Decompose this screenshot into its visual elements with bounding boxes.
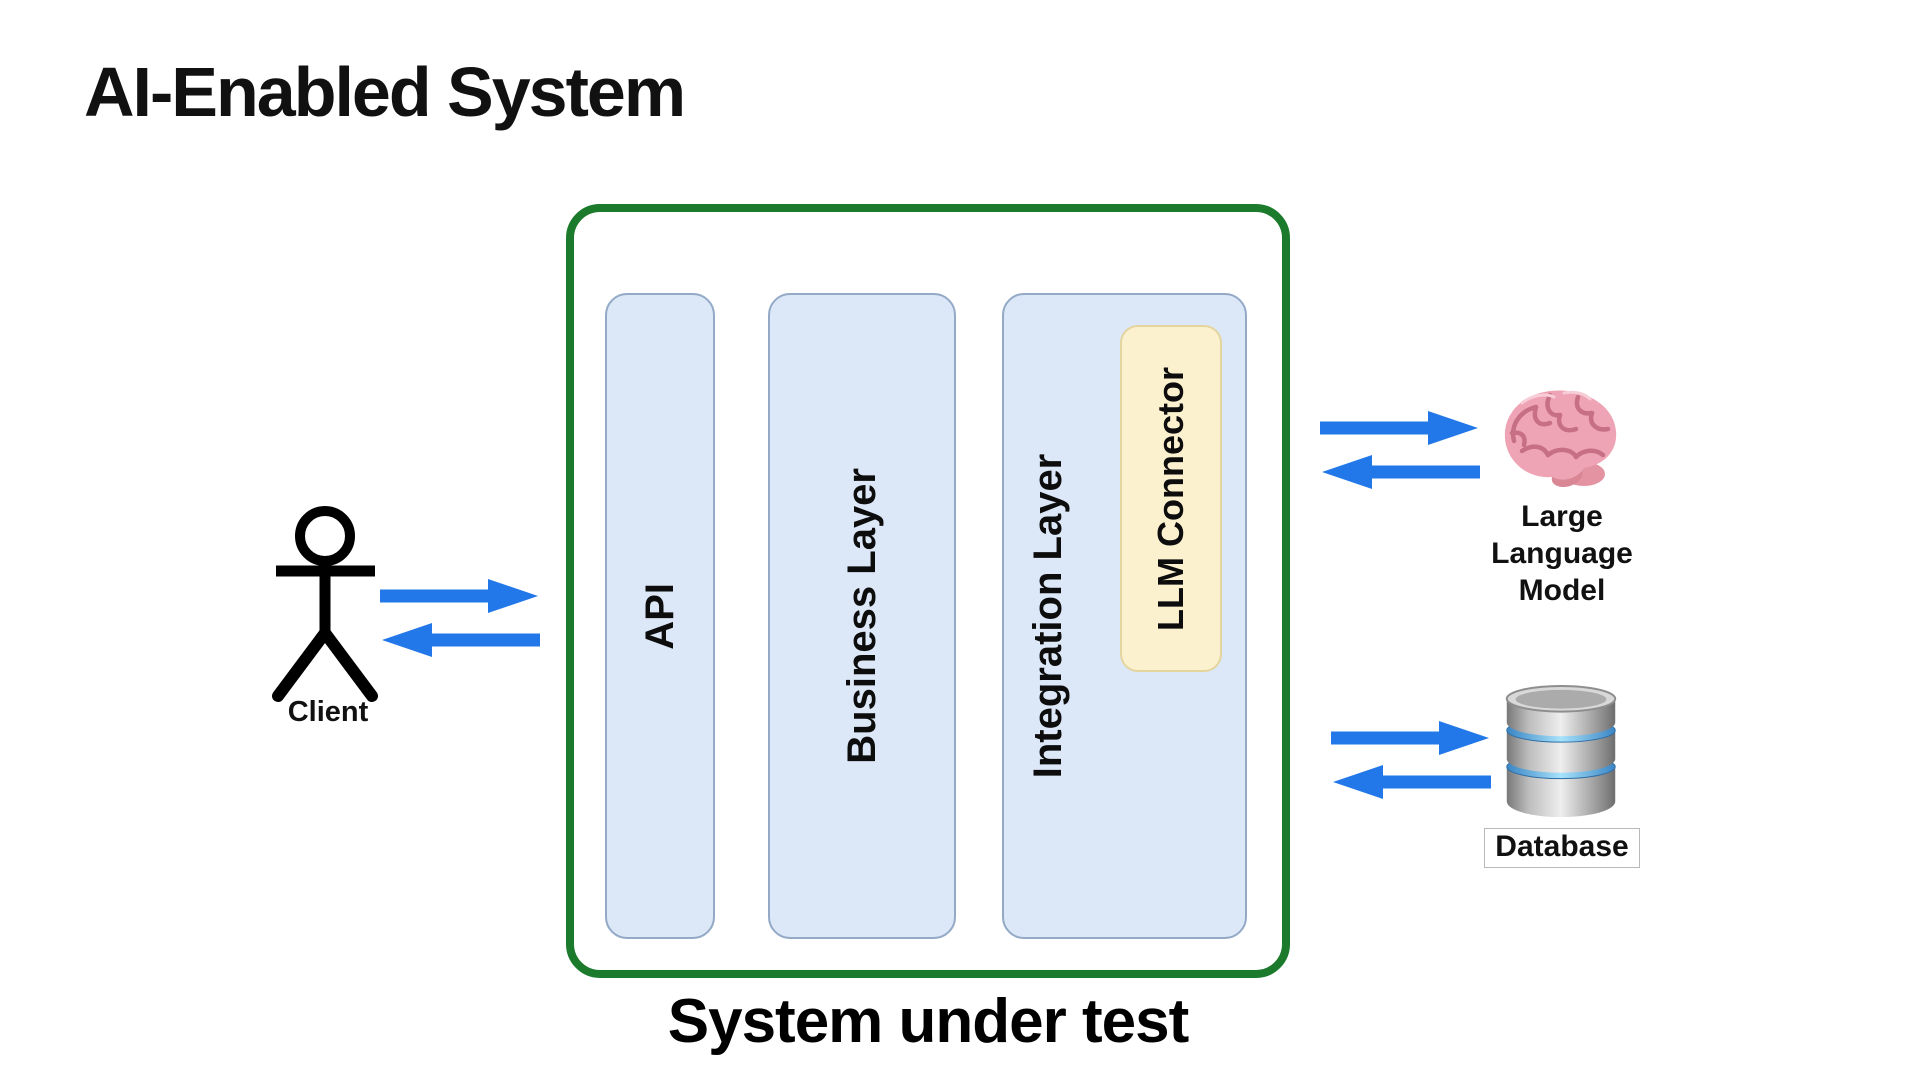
arrow-client-response-icon bbox=[382, 623, 540, 657]
client-label: Client bbox=[287, 696, 369, 728]
layer-label-integration: Integration Layer bbox=[1026, 453, 1070, 779]
arrow-client-request-icon bbox=[380, 579, 538, 613]
layer-box-business: Business Layer bbox=[768, 293, 956, 939]
llm-connector-box: LLM Connector bbox=[1120, 325, 1222, 672]
database-icon bbox=[1505, 684, 1617, 818]
database-label-wrap: Database bbox=[1452, 828, 1672, 868]
database-label: Database bbox=[1484, 828, 1640, 868]
llm-label: Large Language Model bbox=[1452, 498, 1672, 609]
client-person-icon bbox=[272, 506, 378, 702]
llm-connector-label: LLM Connector bbox=[1150, 366, 1191, 631]
arrow-llm-to-system-icon bbox=[1322, 455, 1480, 489]
layer-label-business: Business Layer bbox=[839, 468, 884, 764]
arrow-database-to-system-icon bbox=[1333, 765, 1491, 799]
layer-label-api: API bbox=[637, 582, 682, 650]
page-title: AI-Enabled System bbox=[84, 53, 686, 131]
system-caption: System under test bbox=[667, 987, 1190, 1056]
llm-label-line1: Large bbox=[1521, 500, 1603, 533]
llm-label-line2: Language bbox=[1491, 537, 1633, 570]
arrow-system-to-database-icon bbox=[1331, 721, 1489, 755]
llm-label-line3: Model bbox=[1518, 574, 1606, 607]
layer-box-api: API bbox=[605, 293, 715, 939]
arrow-system-to-llm-icon bbox=[1320, 411, 1478, 445]
brain-icon bbox=[1504, 390, 1617, 487]
